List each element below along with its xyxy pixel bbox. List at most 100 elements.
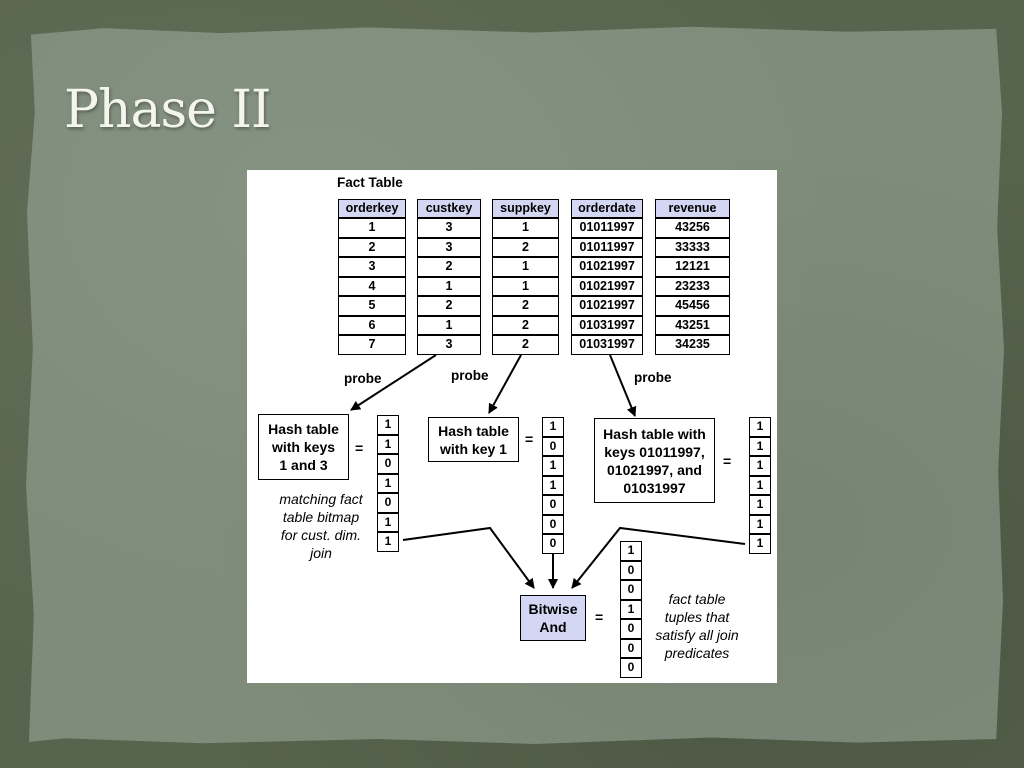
text-line: Bitwise <box>528 601 578 617</box>
text-line: 01021997, and <box>607 461 702 478</box>
bitmap-cell: 0 <box>620 560 642 580</box>
table-cell: 01031997 <box>571 315 643 335</box>
text-line: join <box>310 545 332 561</box>
bitmap-cell: 1 <box>620 541 642 561</box>
bitmap-cell: 1 <box>749 495 771 515</box>
table-cell: 3 <box>417 335 481 355</box>
column-header: orderkey <box>338 199 406 218</box>
bitmap-cell: 1 <box>377 434 399 454</box>
bitmap-cell: 1 <box>542 456 564 476</box>
table-cell: 1 <box>492 257 559 277</box>
column-header: revenue <box>655 199 730 218</box>
table-cell: 1 <box>338 218 406 238</box>
bitmap-cell: 1 <box>542 417 564 437</box>
bitmap-cell: 0 <box>542 436 564 456</box>
text-line: with keys <box>271 439 336 455</box>
equals-sign: = <box>595 609 604 625</box>
table-cell: 5 <box>338 296 406 316</box>
bitmap-cell: 1 <box>749 456 771 476</box>
table-cell: 7 <box>338 335 406 355</box>
bitmap-cell: 0 <box>542 514 564 534</box>
text-line: 01031997 <box>623 479 686 496</box>
bitmap-cell: 0 <box>542 495 564 515</box>
table-cell: 3 <box>417 237 481 257</box>
bitmap-cell: 0 <box>542 534 564 554</box>
fact-table-title: Fact Table <box>337 175 403 190</box>
bitmap-cell: 0 <box>620 619 642 639</box>
column-header: custkey <box>417 199 481 218</box>
table-cell: 01011997 <box>571 218 643 238</box>
bitmap-cell: 1 <box>749 475 771 495</box>
text-line: Hash table <box>438 422 509 439</box>
slide-title: Phase II <box>64 80 272 140</box>
text-line: Hash table with <box>603 425 706 442</box>
equals-sign: = <box>525 431 534 447</box>
text-line: keys 01011997, <box>604 443 705 460</box>
probe-label-orderdate: probe <box>634 370 672 385</box>
equals-sign: = <box>355 440 364 456</box>
table-cell: 01021997 <box>571 296 643 316</box>
bitmap-cell: 1 <box>620 599 642 619</box>
bitmap3-to-and-arrow <box>571 526 746 589</box>
text-line: with key 1 <box>440 440 507 457</box>
text-line: table bitmap <box>282 509 360 525</box>
probe-arrow-custkey <box>350 354 437 411</box>
table-cell: 34235 <box>655 335 730 355</box>
bitmap-cell: 1 <box>377 512 399 532</box>
table-cell: 45456 <box>655 296 730 316</box>
table-cell: 1 <box>417 315 481 335</box>
bitmap-cell: 1 <box>377 532 399 552</box>
probe-label-custkey: probe <box>344 371 382 386</box>
bitmap1-to-and-arrow <box>402 526 535 589</box>
table-cell: 12121 <box>655 257 730 277</box>
table-cell: 2 <box>492 237 559 257</box>
column-header: orderdate <box>571 199 643 218</box>
text-line: tuples that <box>664 609 730 625</box>
table-cell: 2 <box>492 335 559 355</box>
table-cell: 01021997 <box>571 276 643 296</box>
table-cell: 1 <box>492 218 559 238</box>
bitmap-cell: 1 <box>377 415 399 435</box>
table-cell: 43256 <box>655 218 730 238</box>
table-cell: 3 <box>338 257 406 277</box>
text-line: for cust. dim. <box>280 527 362 543</box>
bitmap-cell: 1 <box>542 475 564 495</box>
probe-arrow-suppkey <box>488 354 522 414</box>
table-cell: 1 <box>492 276 559 296</box>
table-cell: 43251 <box>655 315 730 335</box>
table-cell: 2 <box>417 257 481 277</box>
bitmap-cell: 1 <box>749 436 771 456</box>
slide-paper <box>26 26 1004 744</box>
bitmap-cell: 1 <box>749 534 771 554</box>
column-header: suppkey <box>492 199 559 218</box>
text-line: predicates <box>664 645 730 661</box>
table-cell: 01021997 <box>571 257 643 277</box>
table-cell: 01031997 <box>571 335 643 355</box>
text-line: 1 and 3 <box>279 457 328 473</box>
table-cell: 2 <box>492 296 559 316</box>
table-cell: 6 <box>338 315 406 335</box>
probe-label-suppkey: probe <box>451 368 489 383</box>
table-cell: 2 <box>492 315 559 335</box>
bitmap-cell: 1 <box>749 417 771 437</box>
bitmap-cell: 1 <box>377 473 399 493</box>
table-cell: 3 <box>417 218 481 238</box>
table-cell: 2 <box>338 237 406 257</box>
text-line: satisfy all join <box>655 627 739 643</box>
arrows-layer <box>350 354 746 589</box>
table-cell: 01011997 <box>571 237 643 257</box>
